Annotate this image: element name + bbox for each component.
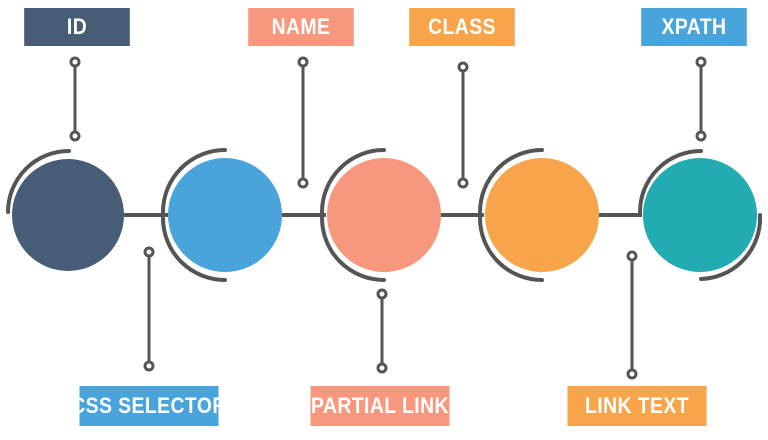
connector-class <box>457 61 469 189</box>
connector-name <box>297 56 309 189</box>
circle-css-selector <box>168 158 282 272</box>
circle-partial-link <box>327 158 441 272</box>
label-id: ID <box>24 8 130 46</box>
label-name: NAME <box>248 8 354 46</box>
connector-xpath <box>695 56 707 142</box>
circle-xpath <box>643 158 757 272</box>
label-partial-link: PARTIAL LINK <box>310 386 450 426</box>
arc-1 <box>6 149 71 214</box>
connector-link-text <box>626 250 638 380</box>
label-css-selector: CSS SELECTOR <box>71 386 226 426</box>
connector-css-selector <box>143 246 155 372</box>
arc-2 <box>161 148 227 282</box>
circle-link-text <box>485 158 599 272</box>
circle-id <box>12 159 124 271</box>
connector-id <box>69 56 81 142</box>
arc-5 <box>638 149 762 281</box>
label-xpath: XPATH <box>641 8 747 46</box>
arc-4 <box>478 148 544 282</box>
connector-partial-link <box>376 288 388 374</box>
label-class: CLASS <box>409 8 515 46</box>
arc-3 <box>320 148 386 282</box>
label-link-text: LINK TEXT <box>567 386 707 426</box>
